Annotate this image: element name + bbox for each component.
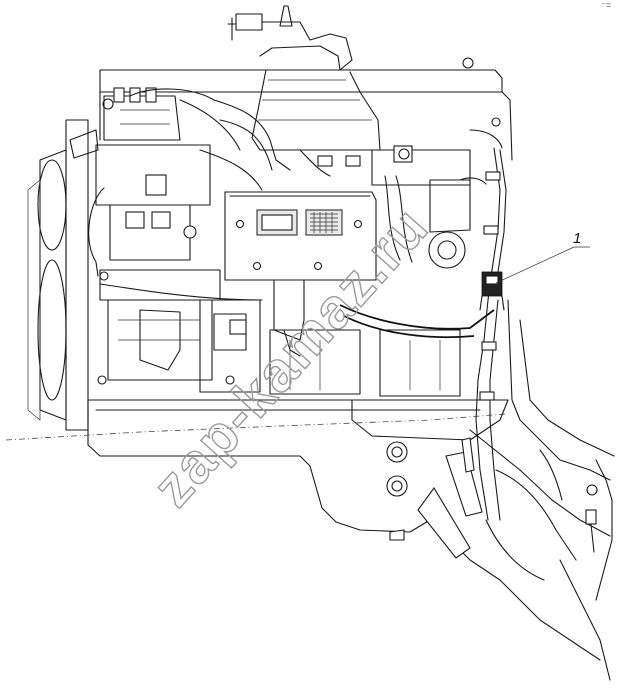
callout-leader-line	[495, 246, 590, 284]
wiring-harness	[199, 99, 598, 581]
callout-1: 1	[495, 230, 590, 284]
lower-block-details	[97, 299, 461, 397]
fuel-pump-assembly	[88, 87, 263, 381]
corner-mark: ⁻=	[601, 0, 611, 10]
engine-outline	[5, 5, 615, 681]
callout-label: 1	[573, 230, 581, 247]
